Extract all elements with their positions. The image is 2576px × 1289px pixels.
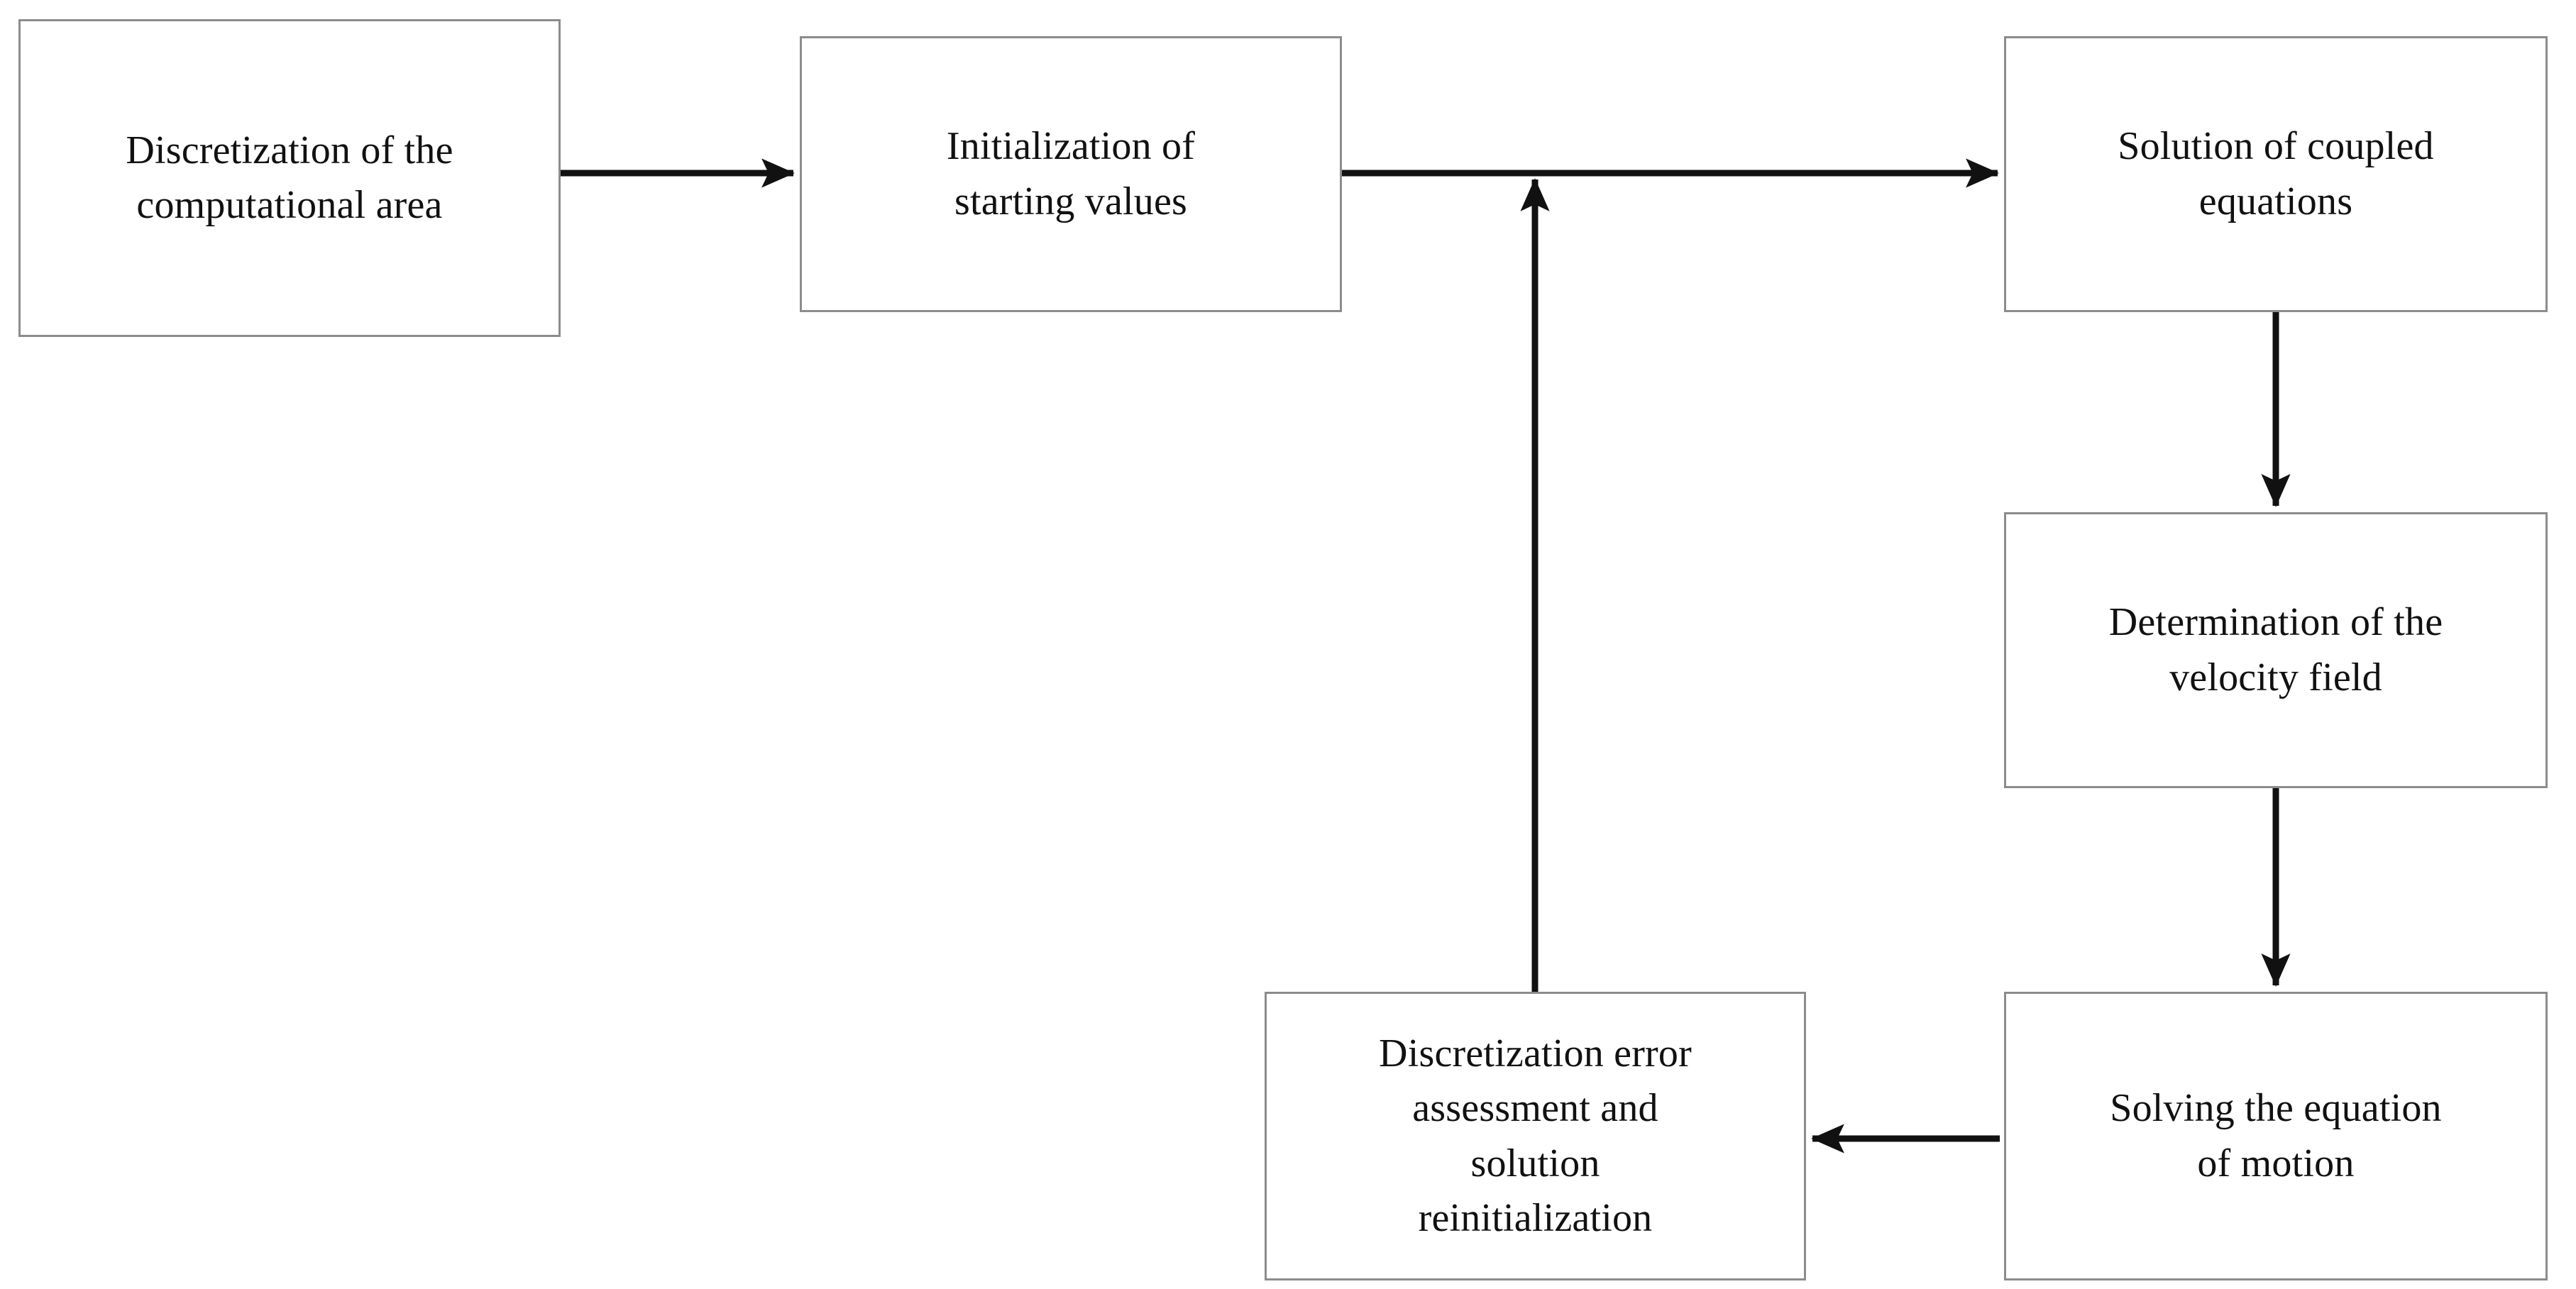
node-equation-of-motion-label: Solving the equation of motion — [2110, 1086, 2442, 1185]
node-coupled-equations[interactable]: Solution of coupled equations — [2004, 36, 2548, 312]
node-coupled-equations-label: Solution of coupled equations — [2118, 124, 2434, 223]
node-initialization-label: Initialization of starting values — [946, 124, 1196, 223]
node-equation-of-motion[interactable]: Solving the equation of motion — [2004, 992, 2548, 1280]
node-initialization[interactable]: Initialization of starting values — [800, 36, 1342, 312]
node-error-assessment-label: Discretization error assessment and solu… — [1379, 1031, 1692, 1240]
node-velocity-field[interactable]: Determination of the velocity field — [2004, 512, 2548, 788]
node-error-assessment[interactable]: Discretization error assessment and solu… — [1265, 992, 1806, 1280]
node-discretization[interactable]: Discretization of the computational area — [18, 19, 561, 337]
node-discretization-label: Discretization of the computational area — [126, 128, 453, 227]
node-velocity-field-label: Determination of the velocity field — [2108, 600, 2443, 699]
